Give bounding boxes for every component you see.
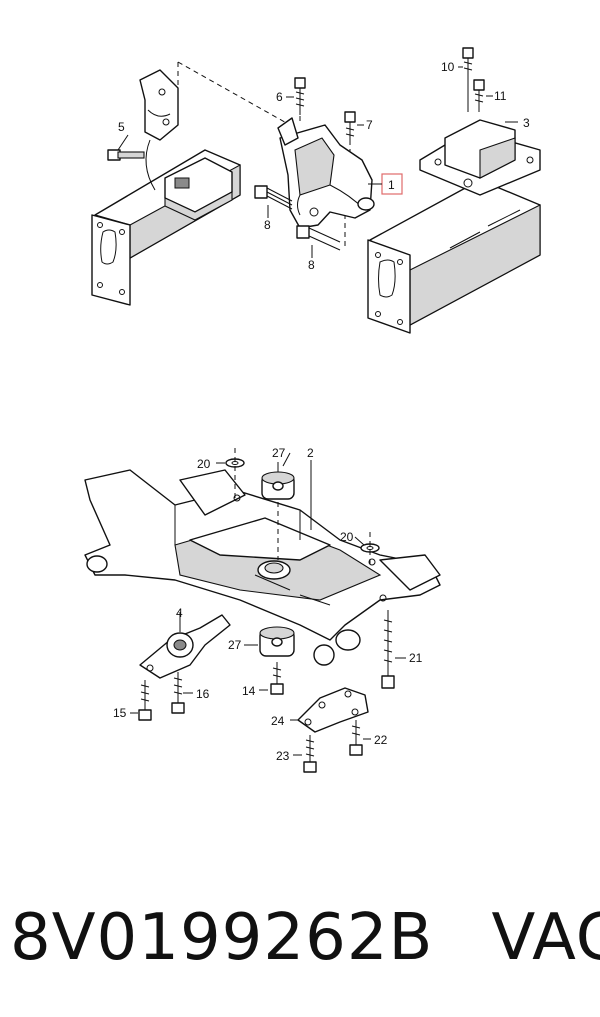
- callout-3: 3: [523, 116, 530, 130]
- callout-15: 15: [113, 706, 127, 720]
- bolt-16: [171, 672, 193, 714]
- callout-27-lower: 27: [228, 638, 242, 652]
- bolt-22: [349, 720, 371, 756]
- bolt-10: [458, 47, 474, 112]
- bolt-15: [130, 680, 152, 721]
- callout-24: 24: [271, 714, 285, 728]
- bolt-21: [381, 610, 406, 689]
- part-number: 8V0199262B: [10, 901, 434, 975]
- callout-2: 2: [307, 446, 314, 460]
- bushing-27-upper: [261, 462, 295, 560]
- gearbox-mount-part-3: [419, 119, 541, 196]
- bottom-assembly: 2 4 14 15 16 20 20 21 22 23 24 27 27: [84, 446, 441, 773]
- callout-6: 6: [276, 90, 283, 104]
- callout-7: 7: [366, 118, 373, 132]
- washer-20-left: [216, 448, 245, 500]
- callout-5: 5: [118, 120, 125, 134]
- bolt-7: [344, 111, 364, 140]
- callout-10: 10: [441, 60, 455, 74]
- callout-27-upper: 27: [272, 446, 286, 460]
- bolt-23: [293, 735, 317, 773]
- callout-8-lower: 8: [308, 258, 315, 272]
- left-frame-rail: [91, 69, 241, 306]
- washer-20-right: [360, 532, 380, 565]
- bolt-11: [473, 79, 493, 112]
- bolt-14: [259, 662, 284, 695]
- brand-name: VAG: [491, 901, 600, 975]
- callout-23: 23: [276, 749, 290, 763]
- callout-16: 16: [196, 687, 210, 701]
- callout-14: 14: [242, 684, 256, 698]
- callout-11: 11: [494, 89, 507, 103]
- bolt-8-upper: [254, 185, 293, 218]
- bolt-6: [286, 77, 306, 115]
- bushing-27-lower: [244, 626, 295, 657]
- callout-1: 1: [388, 178, 395, 192]
- callout-4: 4: [176, 606, 183, 620]
- callout-8-upper: 8: [264, 218, 271, 232]
- bolt-8-lower: [296, 225, 341, 258]
- part-number-label: 8V0199262B VAG: [10, 893, 600, 983]
- callout-20-right: 20: [340, 530, 354, 544]
- callout-22: 22: [374, 733, 388, 747]
- top-assembly: 1 3 5 6 7 8 8 10 11: [91, 47, 541, 334]
- bracket-part-24: [290, 687, 369, 733]
- bolt-5: [107, 134, 145, 161]
- subframe-part-2: [84, 469, 441, 666]
- right-frame-rail: [367, 179, 541, 334]
- engine-mount-part-1: [277, 117, 375, 229]
- callout-21: 21: [409, 651, 423, 665]
- callout-20-left: 20: [197, 457, 211, 471]
- support-arm-part-4: [139, 612, 231, 679]
